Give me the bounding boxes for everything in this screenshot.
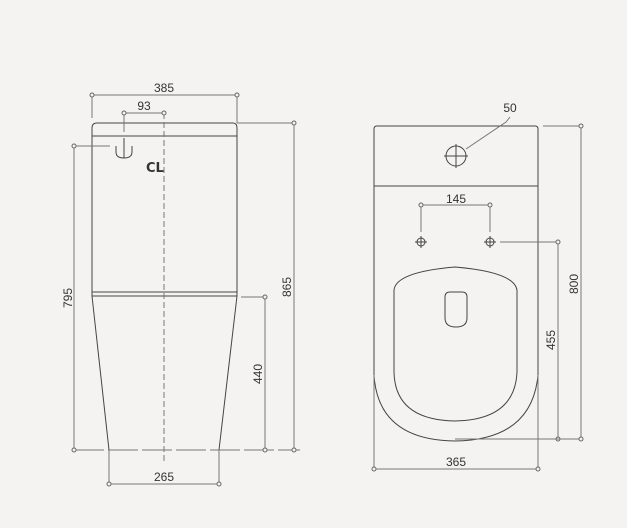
- dim-base-width: 265: [154, 470, 174, 484]
- side-view: CL 385 93 795 865 440 265: [61, 81, 300, 487]
- top-view: 50 145 455 800 365: [371, 101, 584, 472]
- dim-fixing-spacing: 145: [446, 192, 466, 206]
- dim-fixing-to-front: 455: [544, 330, 558, 350]
- dim-overall-depth: 800: [567, 274, 581, 294]
- dim-outlet-offset: 93: [137, 99, 151, 113]
- dim-flush-button-diameter: 50: [503, 101, 517, 115]
- dim-top-overall-width: 365: [446, 455, 466, 469]
- centerline-label: CL: [146, 161, 164, 176]
- dim-inlet-height: 795: [61, 288, 75, 308]
- dim-seat-height: 440: [251, 364, 265, 384]
- dim-overall-width: 385: [154, 81, 174, 95]
- dim-overall-height: 865: [280, 277, 294, 297]
